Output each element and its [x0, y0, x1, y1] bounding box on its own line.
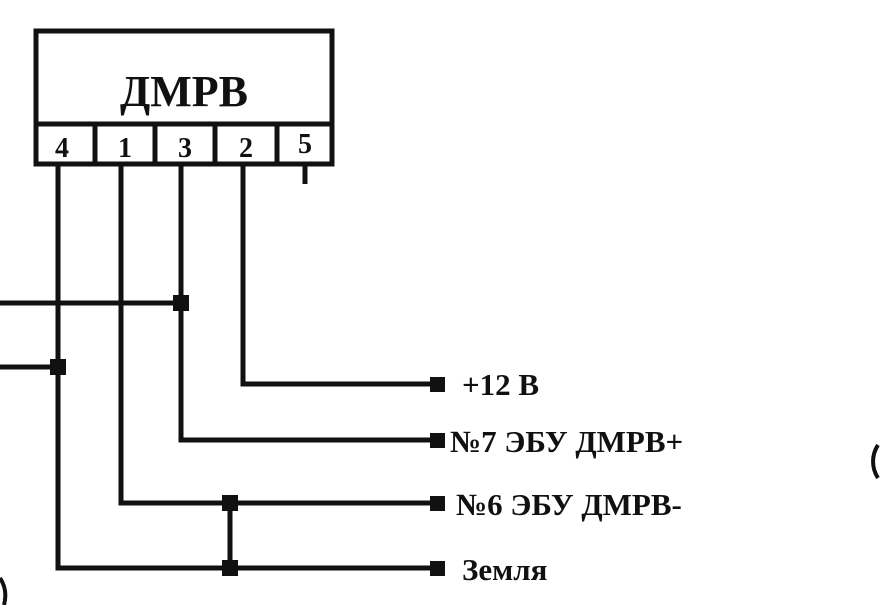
partial-arc	[871, 443, 880, 480]
connection-label: №7 ЭБУ ДМРВ+	[450, 424, 683, 459]
connection-label: +12 В	[462, 367, 539, 402]
pin-label: 5	[298, 129, 312, 160]
wire-pin2	[240, 164, 437, 387]
wire-pin1	[118, 164, 437, 506]
pin-label: 3	[178, 133, 192, 164]
junction-dot	[222, 495, 238, 511]
pin-label: 2	[239, 133, 253, 164]
terminal	[430, 433, 445, 448]
junction-dot	[173, 295, 189, 311]
junction-dot	[50, 359, 66, 375]
wire-ground	[55, 164, 437, 571]
pin-label: 4	[55, 133, 69, 164]
junction-dot	[222, 560, 238, 576]
connection-label: Земля	[462, 552, 547, 587]
terminal	[430, 561, 445, 576]
pin-label: 1	[118, 133, 132, 164]
terminal	[430, 377, 445, 392]
terminal	[430, 496, 445, 511]
sensor-title: ДМРВ	[120, 67, 248, 116]
wire-pin3	[178, 164, 437, 443]
pin-row	[33, 121, 335, 167]
connection-label: №6 ЭБУ ДМРВ-	[456, 487, 682, 522]
